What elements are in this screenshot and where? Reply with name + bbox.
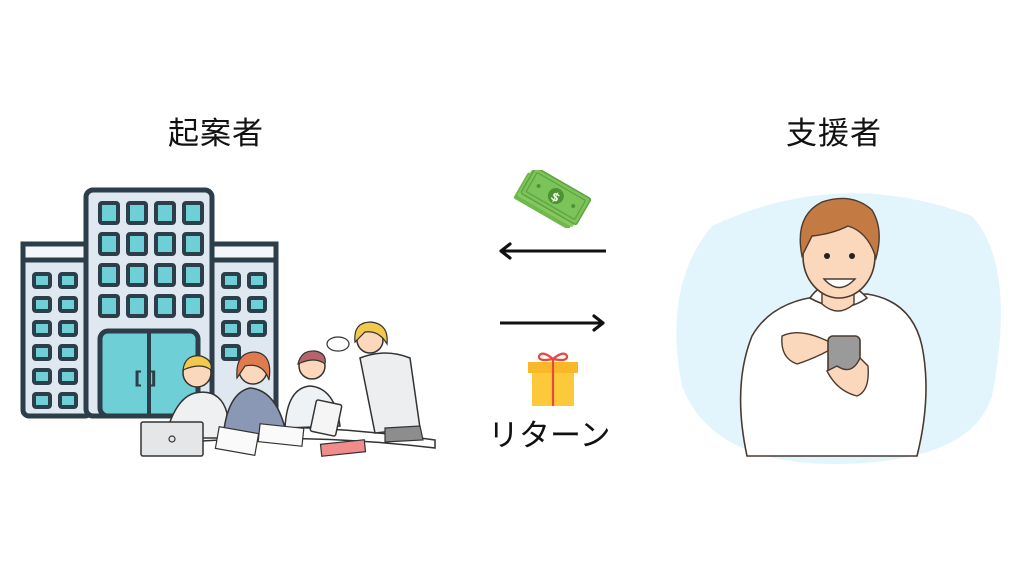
money-bills-icon: $ — [513, 170, 592, 228]
office-building-icon: [ ] — [20, 187, 279, 419]
gift-box-icon — [528, 352, 578, 406]
left-actor-label: 起案者 — [168, 116, 264, 152]
arrow-left-icon — [499, 242, 606, 260]
svg-text:[ ]: [ ] — [134, 368, 157, 389]
right-actor-label: 支援者 — [786, 116, 882, 152]
team-meeting-icon — [140, 321, 436, 457]
arrow-right-icon — [500, 314, 605, 332]
supporter-person-icon — [676, 193, 1001, 465]
return-label: リターン — [488, 418, 611, 454]
